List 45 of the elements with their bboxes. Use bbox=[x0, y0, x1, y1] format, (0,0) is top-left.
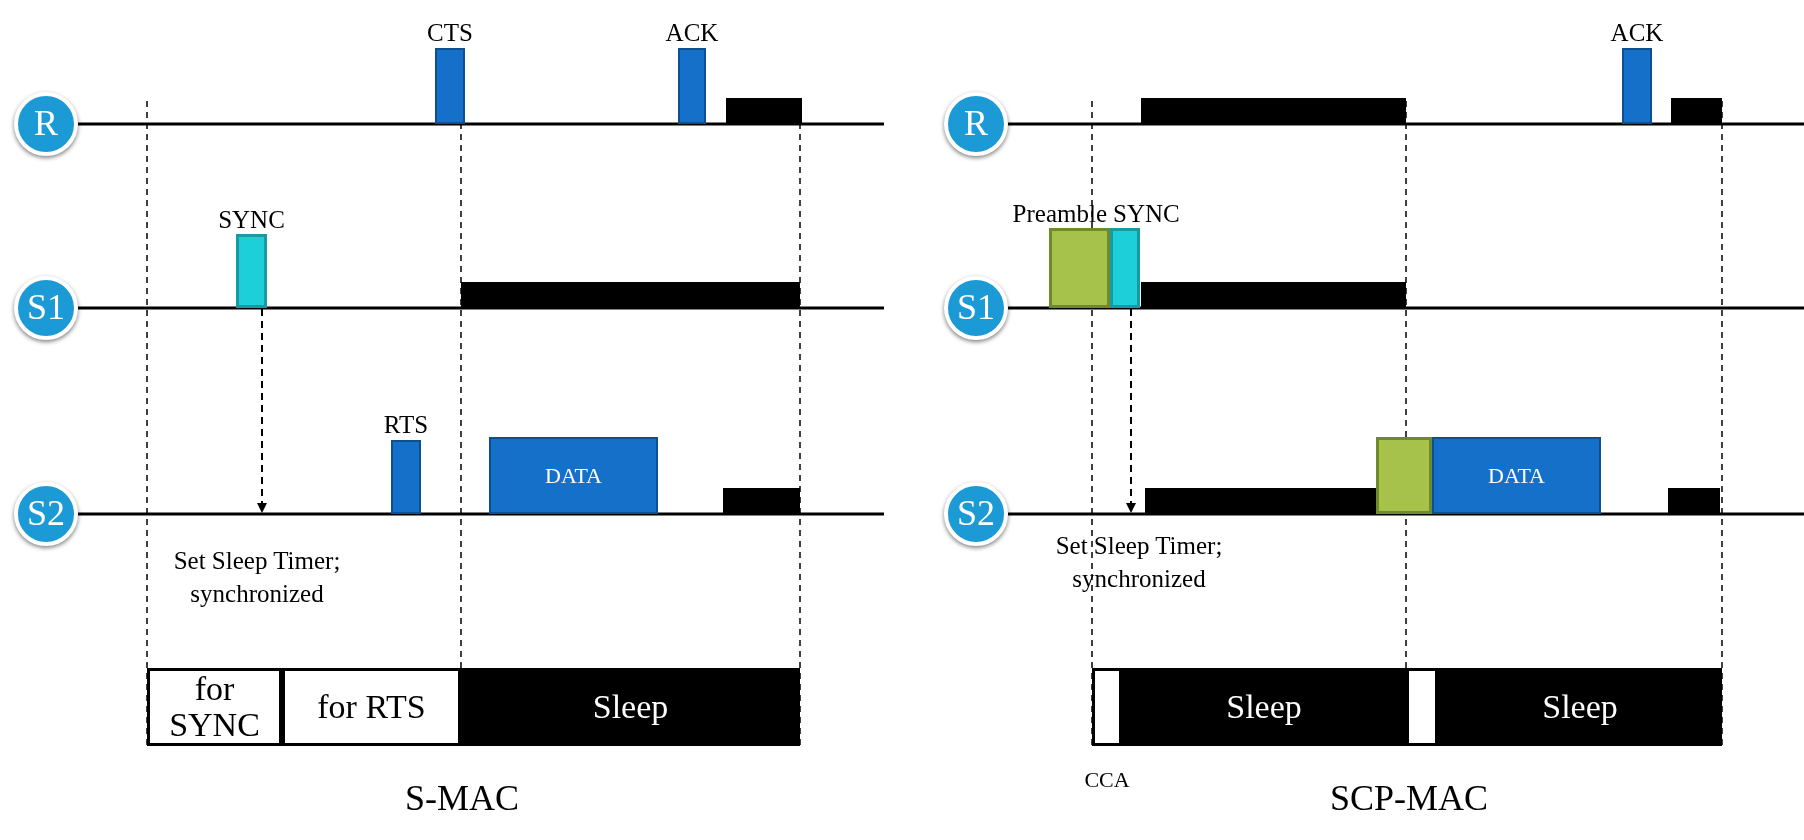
node-name: S2 bbox=[956, 495, 996, 533]
sleep-period-segment bbox=[1122, 668, 1406, 746]
node-name: R bbox=[963, 105, 989, 143]
period-label: for SYNC bbox=[168, 671, 261, 743]
sleep-period-segment bbox=[1438, 668, 1722, 746]
activity-bar bbox=[1141, 98, 1406, 124]
packet-label: SYNC bbox=[218, 207, 285, 232]
annotation-text: CCA bbox=[1083, 766, 1131, 794]
annotation-text: Set Sleep Timer; synchronized bbox=[172, 546, 342, 609]
period-label: for RTS bbox=[316, 689, 427, 725]
period-label: Sleep bbox=[1541, 689, 1619, 725]
node-name: S1 bbox=[26, 289, 66, 327]
listen-period-segment bbox=[1092, 668, 1122, 746]
packet-label: ACK bbox=[665, 20, 719, 45]
listen-period-segment bbox=[147, 668, 282, 746]
packet-label: Preamble bbox=[1012, 201, 1107, 226]
packet-label: DATA bbox=[544, 463, 603, 488]
period-label: Sleep bbox=[1225, 689, 1303, 725]
node-name: S2 bbox=[26, 495, 66, 533]
sleep-period-segment bbox=[461, 668, 800, 746]
packet-label: CTS bbox=[427, 20, 473, 45]
packet-label: RTS bbox=[383, 412, 429, 437]
panel-title: S-MAC bbox=[404, 777, 520, 820]
activity-bar bbox=[1145, 488, 1376, 514]
packet-box bbox=[1432, 437, 1601, 514]
packet-label: DATA bbox=[1487, 463, 1546, 488]
activity-bar bbox=[1668, 488, 1720, 514]
packet-label: SYNC bbox=[1113, 201, 1180, 226]
preamble-box bbox=[1376, 437, 1432, 514]
period-label: Sleep bbox=[591, 689, 670, 725]
packet-label: ACK bbox=[1610, 20, 1664, 45]
activity-bar bbox=[1671, 98, 1722, 124]
panel-title: SCP-MAC bbox=[1328, 777, 1490, 820]
activity-bar bbox=[461, 282, 800, 308]
node-name: R bbox=[33, 105, 59, 143]
packet-box bbox=[489, 437, 658, 514]
activity-bar bbox=[1141, 282, 1406, 308]
activity-bar bbox=[723, 488, 800, 514]
dashed-arrow bbox=[257, 308, 267, 513]
activity-bar bbox=[726, 98, 802, 124]
listen-period-segment bbox=[1406, 668, 1438, 746]
dashed-arrow bbox=[1126, 308, 1136, 513]
listen-period-segment bbox=[282, 668, 461, 746]
node-name: S1 bbox=[956, 289, 996, 327]
annotation-text: Set Sleep Timer; synchronized bbox=[1054, 531, 1224, 594]
